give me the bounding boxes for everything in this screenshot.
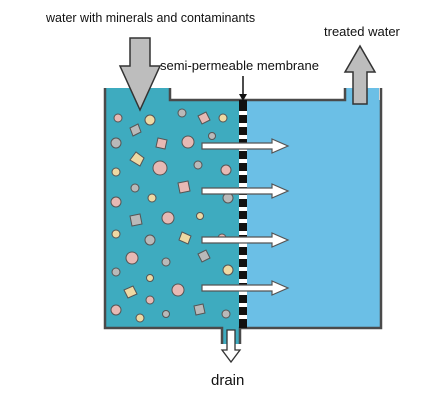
inlet-label: water with minerals and contaminants — [46, 11, 256, 25]
flow-arrow-icon — [201, 232, 290, 248]
membrane — [239, 100, 247, 328]
outlet-arrow-icon — [343, 44, 377, 105]
membrane-label: semi-permeable membrane — [160, 58, 319, 73]
membrane-pointer-arrow-icon — [239, 94, 247, 101]
inlet-arrow-icon — [118, 37, 162, 112]
drain-label: drain — [211, 372, 245, 389]
treated-water-chamber — [243, 100, 381, 328]
flow-arrow-icon — [201, 138, 290, 154]
contaminant-particles — [110, 108, 234, 323]
outlet-label: treated water — [324, 24, 400, 39]
flow-arrow-icon — [201, 280, 290, 296]
drain-arrow-icon — [220, 329, 242, 364]
tank-outline — [103, 88, 383, 344]
flow-arrow-icon — [201, 183, 290, 199]
